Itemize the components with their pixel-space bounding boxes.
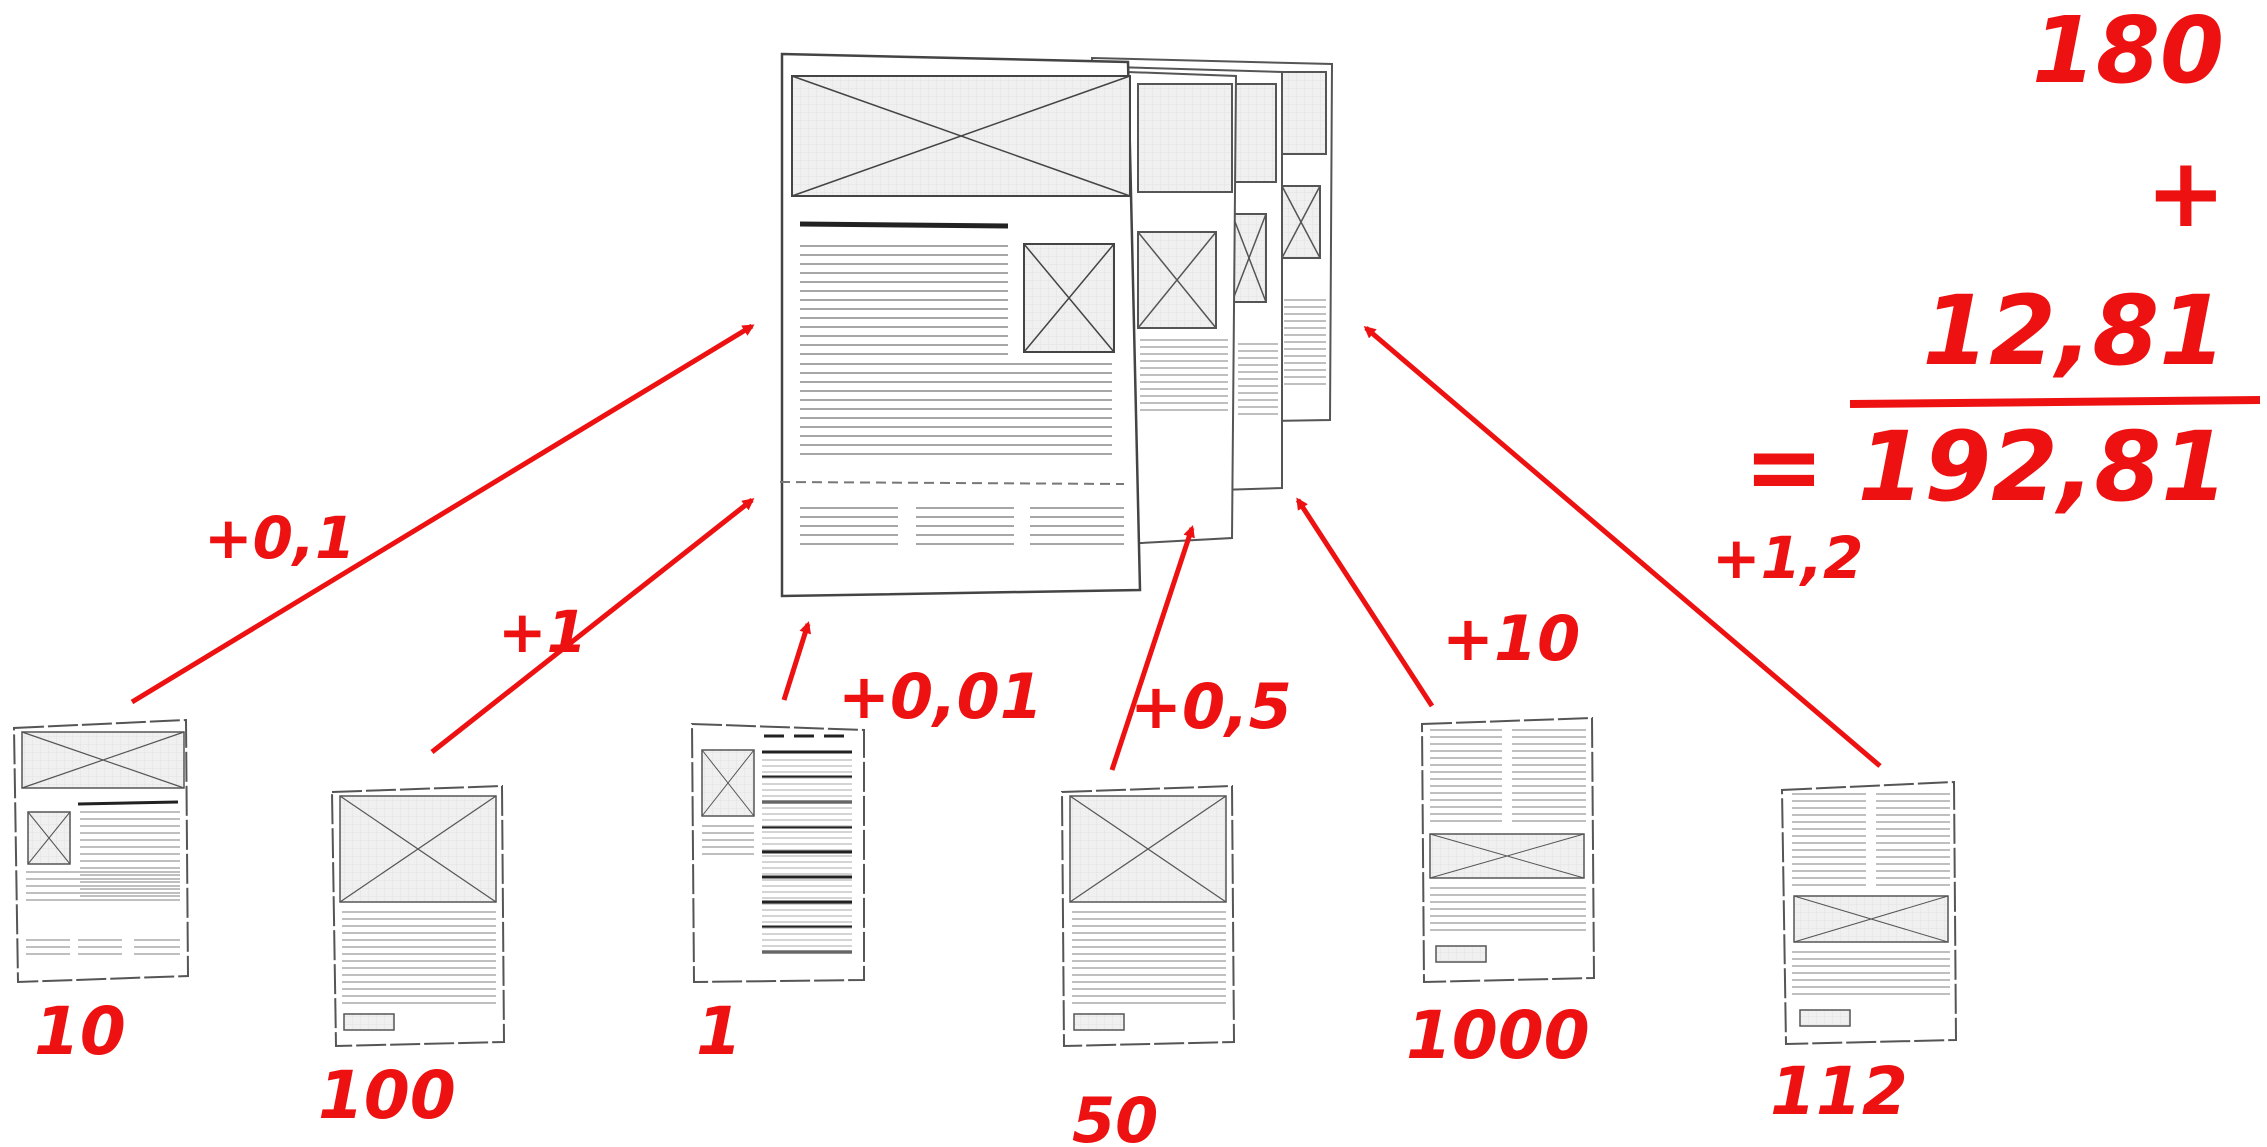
contribution-label-c: +0,01 [838, 660, 1043, 733]
contribution-label-d: +0,5 [1130, 670, 1292, 743]
contribution-label-e: +10 [1442, 602, 1580, 675]
source-page-a [14, 720, 188, 982]
contribution-label-b: +1 [498, 598, 587, 666]
headline-bar [800, 224, 1008, 226]
page-counts: 10 100 1 50 1000 112 [34, 993, 1908, 1147]
contribution-label-f: +1,2 [1712, 524, 1863, 592]
contribution-label-a: +0,1 [204, 504, 355, 572]
arrow-from-page-e [1298, 500, 1432, 706]
page-count-c: 1 [696, 993, 742, 1070]
page-count-e: 1000 [1406, 997, 1590, 1074]
side-image-placeholder [1024, 244, 1114, 352]
arrow-from-page-c [784, 624, 808, 700]
target-page-stack [780, 54, 1332, 596]
arrow-from-page-b [432, 500, 752, 752]
calc-base: 180 [2032, 0, 2224, 104]
calc-addend: 12,81 [1922, 275, 2226, 387]
source-page-f [1782, 782, 1956, 1044]
page-count-d: 50 [1072, 1084, 1158, 1147]
hero-image-placeholder [792, 76, 1130, 196]
calc-sum-line [1850, 400, 2260, 404]
page-count-f: 112 [1770, 1053, 1908, 1130]
source-page-b [332, 786, 504, 1046]
calc-result: = 192,81 [1744, 411, 2228, 523]
source-page-c [692, 724, 864, 982]
source-page-d [1062, 786, 1234, 1046]
source-page-e [1422, 718, 1594, 982]
page-count-b: 100 [318, 1057, 456, 1134]
calculation: 180 + 12,81 = 192,81 [1744, 0, 2260, 523]
calc-operator: + [2146, 137, 2226, 249]
page-count-a: 10 [34, 993, 126, 1070]
